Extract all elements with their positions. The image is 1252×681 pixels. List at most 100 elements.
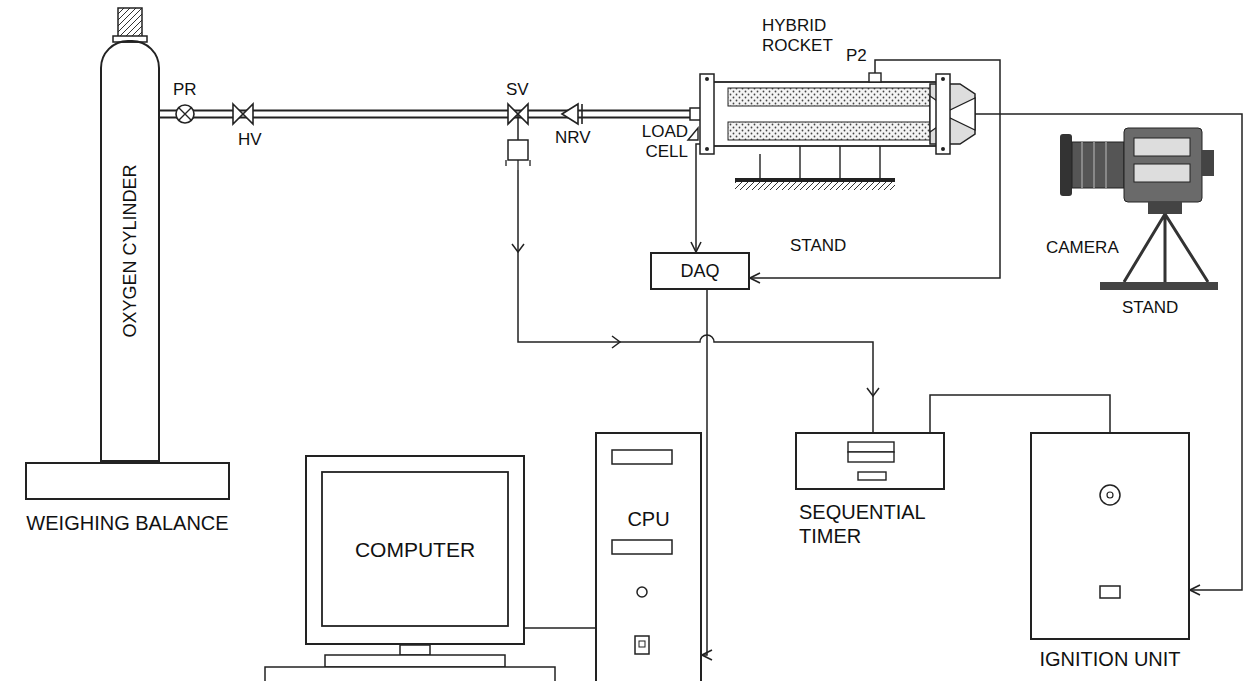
node-label: COMPUTER <box>355 538 475 562</box>
camera-body <box>1124 128 1202 202</box>
power-button <box>635 636 649 654</box>
ignition-switch <box>1100 586 1120 598</box>
valve-body <box>118 8 142 42</box>
keyboard-base <box>265 667 555 681</box>
lens-hood <box>1060 134 1072 196</box>
monitor-screen <box>322 472 508 626</box>
weighing-balance: WEIGHING BALANCE <box>25 462 230 500</box>
ignition-unit: IGNITION UNIT <box>1030 432 1190 640</box>
part-label: CAMERA <box>1046 238 1119 258</box>
cpu-tower: CPU <box>595 432 702 681</box>
node-label: OXYGEN CYLINDER <box>120 164 141 337</box>
timer-details <box>848 442 894 480</box>
part-label: NRV <box>555 128 591 148</box>
hand-valve-symbol <box>233 104 253 124</box>
node-label: IGNITION UNIT <box>1039 648 1180 671</box>
node-label: SEQUENTIAL TIMER <box>799 500 949 548</box>
monitor-neck <box>400 645 430 655</box>
computer-monitor: COMPUTER <box>305 455 525 645</box>
node-label: HYBRID ROCKET <box>762 16 854 56</box>
solenoid-wire <box>512 170 879 432</box>
signal-line <box>750 60 1000 278</box>
signal-line <box>975 114 1242 590</box>
tripod-legs <box>1124 214 1208 282</box>
part-label: STAND <box>790 236 846 256</box>
signal-line <box>525 627 595 629</box>
camera-panel <box>1134 138 1190 156</box>
fuel-grain <box>728 122 932 140</box>
stand-base <box>735 178 895 182</box>
oxygen-cylinder: OXYGEN CYLINDER <box>100 40 160 462</box>
timer-display <box>848 442 894 452</box>
part-label: P2 <box>846 46 867 66</box>
solenoid-stem <box>517 114 519 140</box>
fuel-grain <box>728 88 932 106</box>
tripod-head <box>1148 202 1182 214</box>
flange-bolt <box>941 77 945 81</box>
injector <box>690 108 702 120</box>
regulator-cross <box>179 108 191 120</box>
front-flange <box>700 74 714 154</box>
camera-lens <box>1072 142 1124 188</box>
camera <box>1060 128 1218 290</box>
camera-stand-base <box>1100 282 1218 290</box>
hybrid-rocket: HYBRID ROCKET <box>700 80 975 148</box>
part-label: LOAD CELL <box>636 122 688 162</box>
ground-hatch <box>735 182 895 190</box>
motor-casing <box>712 82 938 146</box>
lens-rings <box>1082 142 1106 188</box>
ignition-details <box>1100 485 1120 598</box>
signal-line <box>696 144 700 252</box>
monitor-base <box>325 655 505 667</box>
part-label: HV <box>238 130 262 150</box>
pressure-transducer <box>869 73 881 82</box>
wire-arrows <box>512 244 879 396</box>
cpu-details <box>612 450 672 654</box>
solenoid-valve <box>506 104 530 170</box>
power-led <box>637 587 647 597</box>
solenoid-coil <box>508 140 528 160</box>
power-button-core <box>639 641 645 647</box>
solenoid-terminals <box>506 160 530 170</box>
computer-details <box>265 472 555 681</box>
node-label: DAQ <box>680 261 719 282</box>
camera-panel <box>1134 164 1190 182</box>
signal-line <box>930 395 1110 432</box>
regulator-symbol <box>176 105 194 123</box>
non-return-valve-symbol <box>562 104 582 124</box>
feed-pipe <box>160 110 700 119</box>
timer-switch <box>858 472 886 480</box>
nozzle-passage <box>930 96 975 132</box>
ignition-knob-center <box>1107 492 1113 498</box>
signal-wire <box>518 170 873 432</box>
drive-slot <box>612 540 672 554</box>
rear-flange <box>936 74 950 154</box>
daq-box: DAQ <box>650 252 750 290</box>
flange-bolt <box>705 77 709 81</box>
timer-display <box>848 452 894 462</box>
cylinder-valve <box>113 8 147 42</box>
signal-line <box>702 290 707 655</box>
part-label: PR <box>173 80 197 100</box>
flange-bolt <box>705 147 709 151</box>
drive-slot <box>612 450 672 464</box>
pressure-regulator <box>176 105 194 123</box>
sequential-timer: SEQUENTIAL TIMER <box>795 432 945 490</box>
hybrid-rocket-motor <box>688 73 975 154</box>
solenoid-valve-symbol <box>508 104 528 124</box>
load-cell-symbol <box>688 128 698 140</box>
pipe-bore <box>160 112 700 117</box>
ignition-knob <box>1100 485 1120 505</box>
flange-bolt <box>941 147 945 151</box>
node-label: CPU <box>597 508 700 531</box>
node-label: WEIGHING BALANCE <box>26 512 228 535</box>
camera-grip <box>1202 150 1214 176</box>
part-label: SV <box>506 80 529 100</box>
rocket-stand <box>735 146 895 190</box>
nozzle-block <box>930 84 975 144</box>
stand-legs <box>760 146 880 178</box>
part-label: STAND <box>1122 298 1178 318</box>
